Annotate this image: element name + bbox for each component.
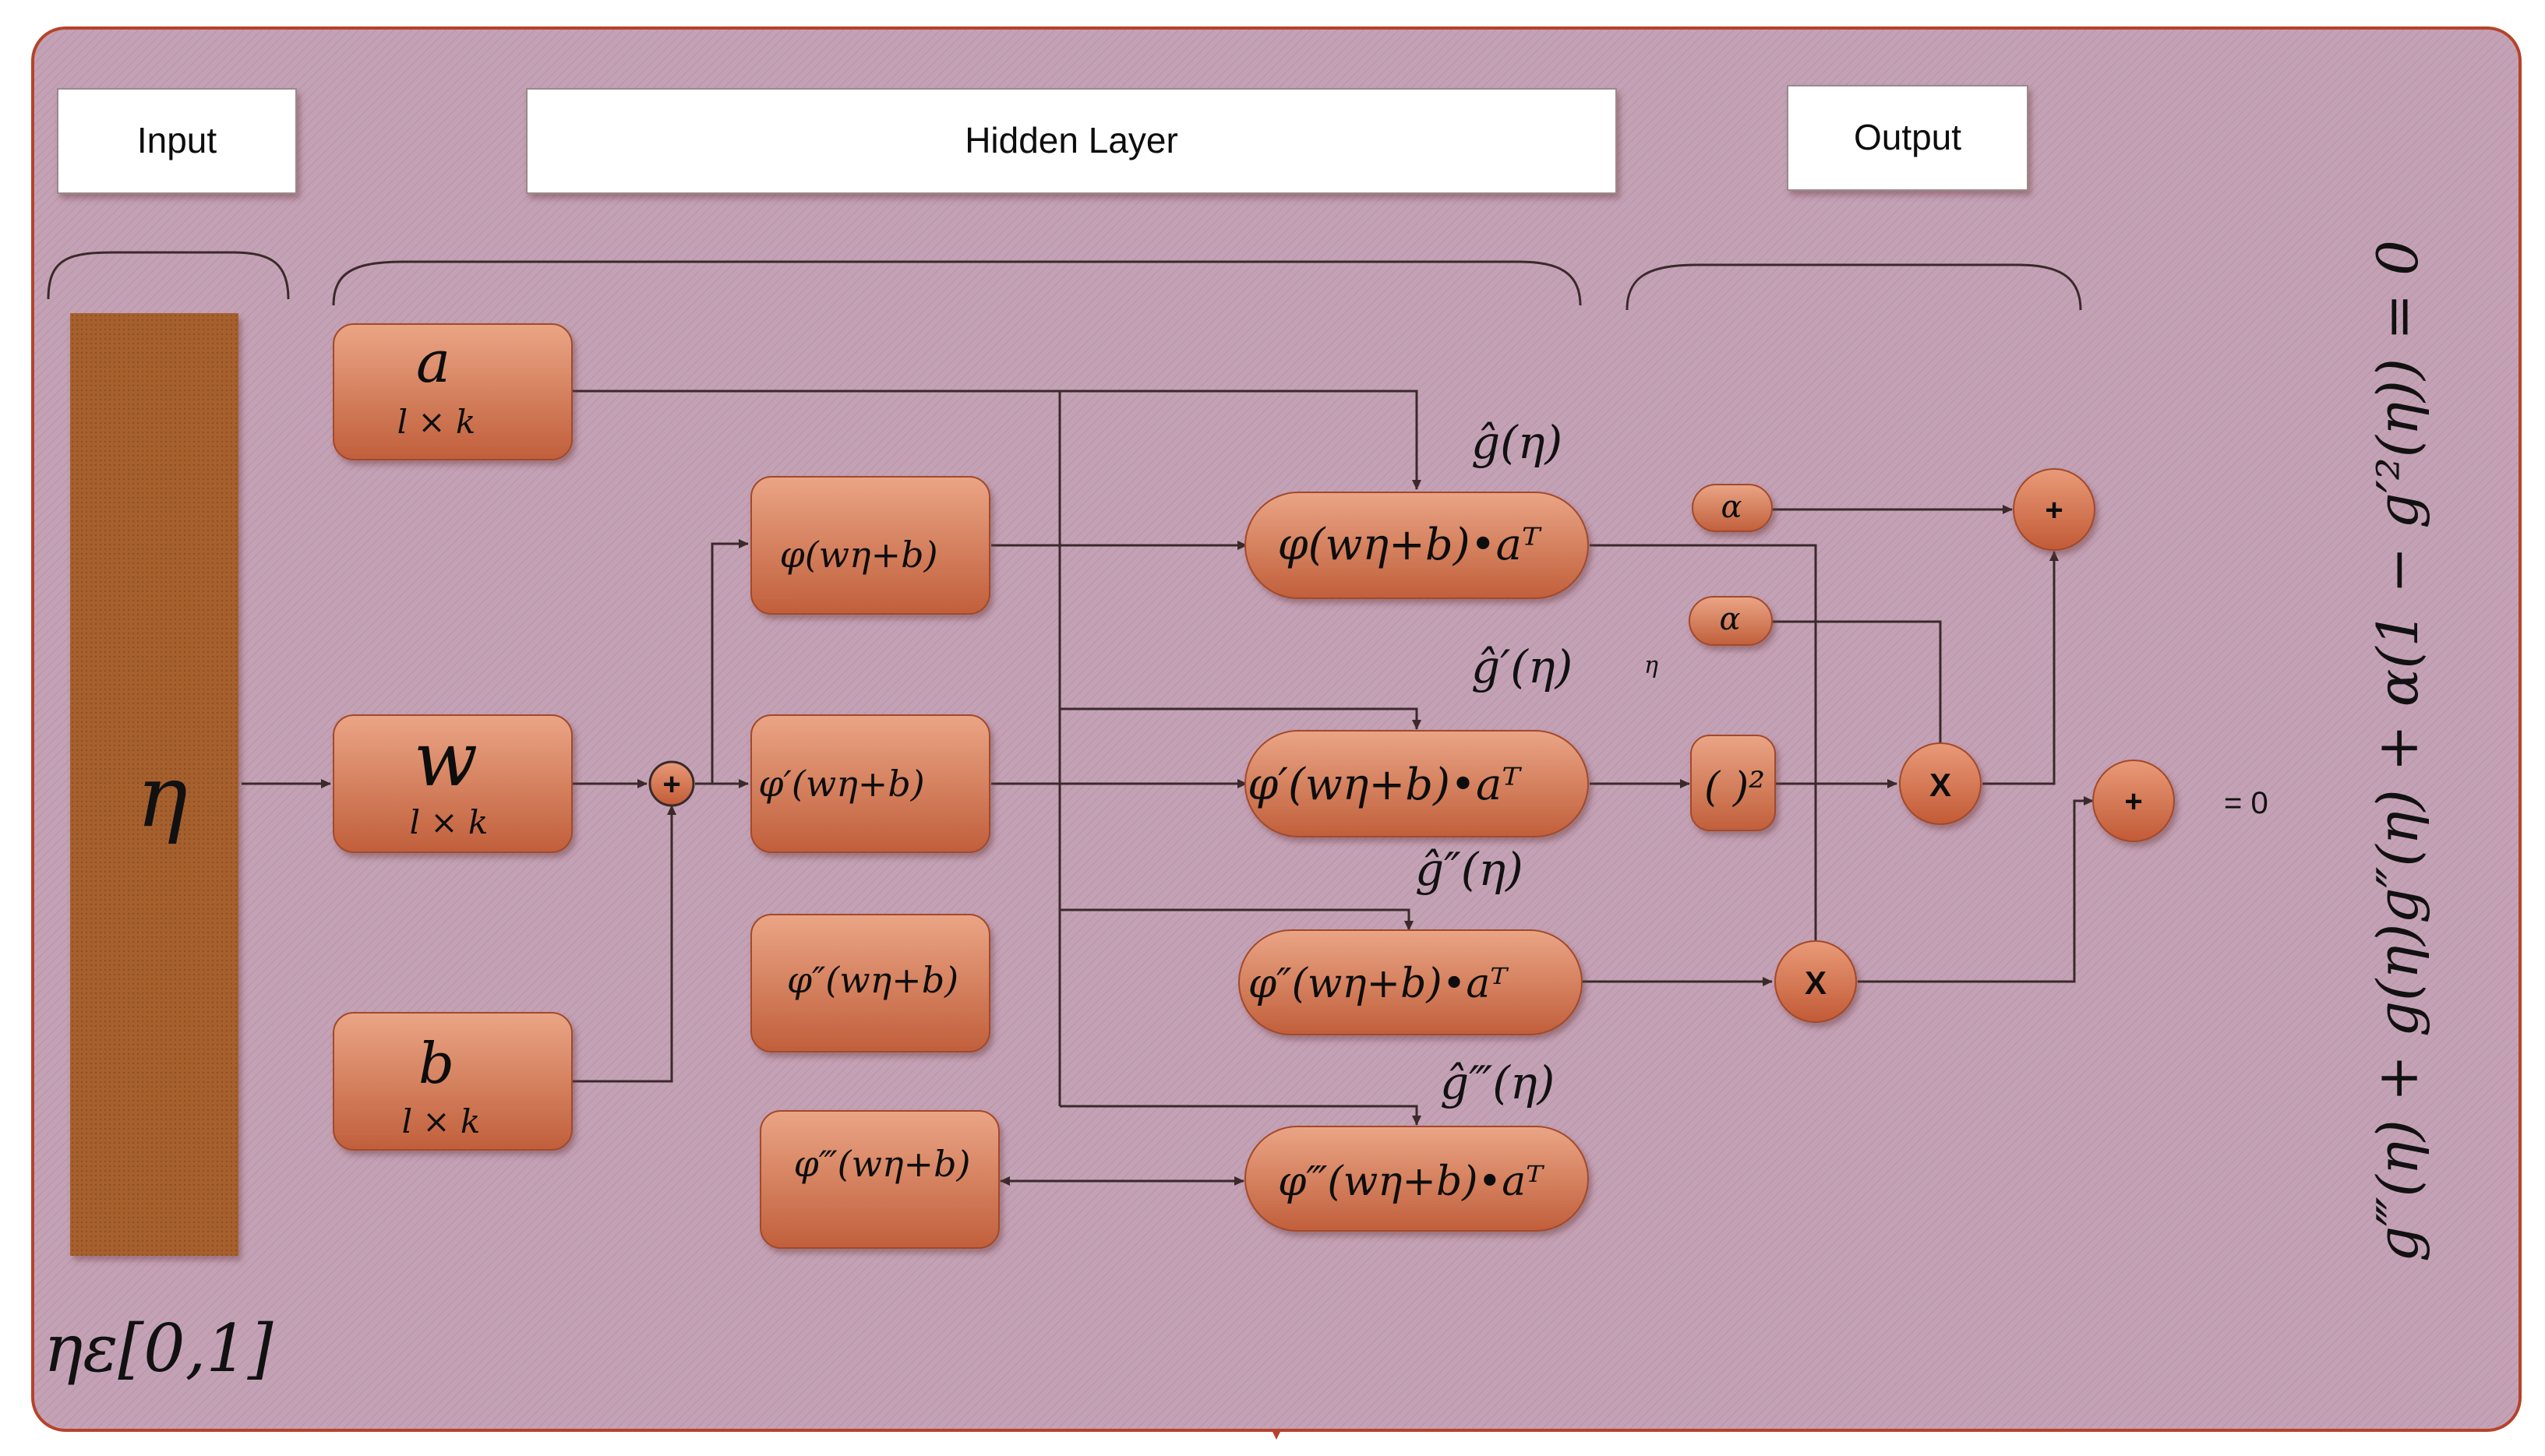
border-tick [1272,1430,1281,1440]
governing-equation: g‴(η) + g(η)g″(η) + α(1 − g′²(η)) = 0 [2365,240,2430,1262]
header-input: Input [57,88,297,194]
param-b-node: b l × k [333,1012,573,1151]
activation-phi3-node: φ‴(wη+b) [760,1110,1000,1249]
square-label: ( )² [1704,764,1765,811]
param-a-name: a [416,329,450,396]
header-output-label: Output [1854,117,1961,157]
sum-top-label: + [2045,493,2063,527]
equals-zero: = 0 [2224,786,2268,820]
label-g0: ĝ(η) [1471,416,1562,469]
label-g1: ĝ′(η) [1471,640,1573,693]
activation-phi0-node: φ(wη+b) [750,476,990,615]
product-p0-node: φ(wη+b)•aᵀ [1244,492,1589,599]
param-b-name: b [418,1031,454,1096]
multiply-label-2: X [1805,964,1827,1001]
sum-input-symbol: + [662,767,680,802]
wires [242,390,2094,1186]
header-hidden-label: Hidden Layer [965,120,1178,160]
activation-phi0-label: φ(wη+b) [779,534,937,576]
label-g2: ĝ″(η) [1415,843,1523,896]
activation-phi3-label: φ‴(wη+b) [794,1143,971,1185]
multiply-node-2: X [1774,940,1857,1023]
param-a-node: a l × k [333,323,573,460]
product-p1-label: φ′(wη+b)•aᵀ [1248,760,1522,810]
brace-input [47,251,290,300]
alpha-label-1: α [1721,489,1742,525]
sum-final-node: + [2092,760,2175,842]
param-w-dim: l × k [410,803,489,841]
header-output: Output [1787,85,2028,191]
product-p2-label: φ″(wη+b)•aᵀ [1248,961,1509,1007]
activation-phi1-label: φ′(wη+b) [758,763,924,805]
product-p0-label: φ(wη+b)•aᵀ [1277,520,1542,570]
brace-hidden [332,260,1582,306]
param-w-name: w [414,716,478,803]
alpha-label-2: α [1719,601,1740,637]
square-node: ( )² [1690,735,1776,831]
product-p3-label: φ‴(wη+b)•aᵀ [1278,1158,1544,1205]
sum-top-node: + [2013,468,2095,551]
multiply-label-1: X [1929,767,1951,803]
header-input-label: Input [137,120,217,160]
input-bar [70,313,238,1256]
product-p3-node: φ‴(wη+b)•aᵀ [1244,1126,1589,1232]
multiply-node-1: X [1899,742,1982,825]
label-eta-small: η [1644,652,1658,679]
param-a-dim: l × k [397,403,476,441]
input-symbol: η [136,746,188,846]
activation-phi2-node: φ″(wη+b) [750,914,990,1052]
sum-final-label: + [2124,784,2142,819]
alpha-node-2: α [1689,596,1773,646]
input-domain: ηε[0,1] [44,1310,274,1387]
param-w-node: w l × k [333,714,573,853]
alpha-node-1: α [1692,484,1773,532]
brace-output [1625,263,2082,311]
product-p2-node: φ″(wη+b)•aᵀ [1238,929,1583,1035]
sum-input-node: + [648,760,695,807]
activation-phi1-node: φ′(wη+b) [750,714,990,853]
label-g3: ĝ‴(η) [1440,1056,1555,1109]
header-hidden: Hidden Layer [526,88,1617,194]
activation-phi2-label: φ″(wη+b) [787,959,958,1001]
param-b-dim: l × k [402,1102,481,1140]
product-p1-node: φ′(wη+b)•aᵀ [1244,730,1589,837]
